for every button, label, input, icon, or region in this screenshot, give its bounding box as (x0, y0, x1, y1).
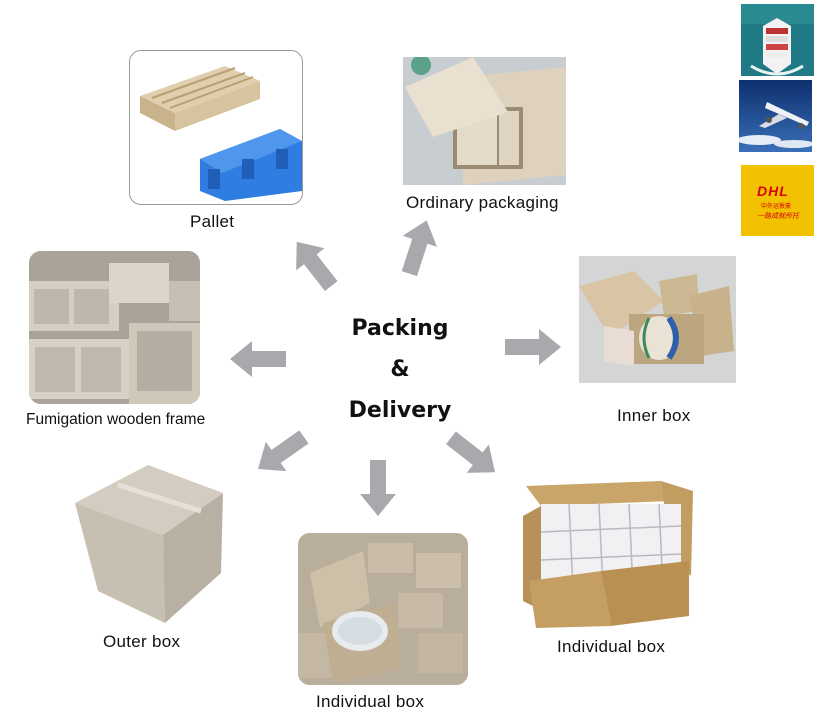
title-delivery: Delivery (348, 398, 452, 423)
airplane-icon (739, 80, 812, 152)
outer-box-icon (75, 465, 223, 623)
dhl-logo: DHL (757, 183, 789, 199)
fumigation-frame-label: Fumigation wooden frame (26, 411, 206, 428)
inner-box-image (579, 256, 736, 383)
arrow-to-ordinary-packaging (392, 214, 444, 280)
arrow-to-outer-box (247, 422, 315, 484)
individual-box-mug-image (298, 533, 468, 685)
ordinary-packaging-label: Ordinary packaging (406, 193, 559, 212)
individual-box-mug-label: Individual box (316, 692, 425, 711)
mug-box-icon (298, 533, 468, 685)
arrow-to-fumigation-frame (230, 341, 286, 377)
outer-box-image (73, 463, 226, 625)
center-title: Packing & Delivery (330, 308, 470, 431)
pallet-label: Pallet (190, 212, 235, 231)
dhl-subtitle-2: 一路成就所托 (757, 213, 799, 220)
arrow-to-individual-box-mug (360, 460, 396, 516)
arrow-to-pallet (282, 230, 346, 298)
ship-icon (741, 4, 814, 76)
inner-box-label: Inner box (617, 406, 691, 425)
ordinary-packaging-image (403, 57, 566, 185)
title-packing: Packing (351, 316, 449, 341)
individual-box-carton-image (521, 476, 693, 631)
sea-freight-image (741, 4, 814, 76)
carton-boxes-icon (523, 481, 693, 628)
inner-box-icon (579, 256, 736, 383)
open-box-icon (403, 57, 566, 185)
title-ampersand: & (390, 357, 410, 382)
fumigation-frame-image (29, 251, 200, 404)
outer-box-label: Outer box (103, 632, 181, 651)
arrow-to-inner-box (505, 329, 561, 365)
individual-box-carton-label: Individual box (557, 637, 666, 656)
express-dhl-image: DHL 中外运敦豪 一路成就所托 (741, 165, 814, 236)
dhl-subtitle-1: 中外运敦豪 (761, 204, 792, 210)
pallet-image (129, 50, 303, 205)
wooden-crates-icon (29, 251, 200, 404)
air-freight-image (739, 80, 812, 152)
arrow-to-individual-box-carton (439, 423, 507, 487)
pallet-icon (140, 66, 302, 201)
